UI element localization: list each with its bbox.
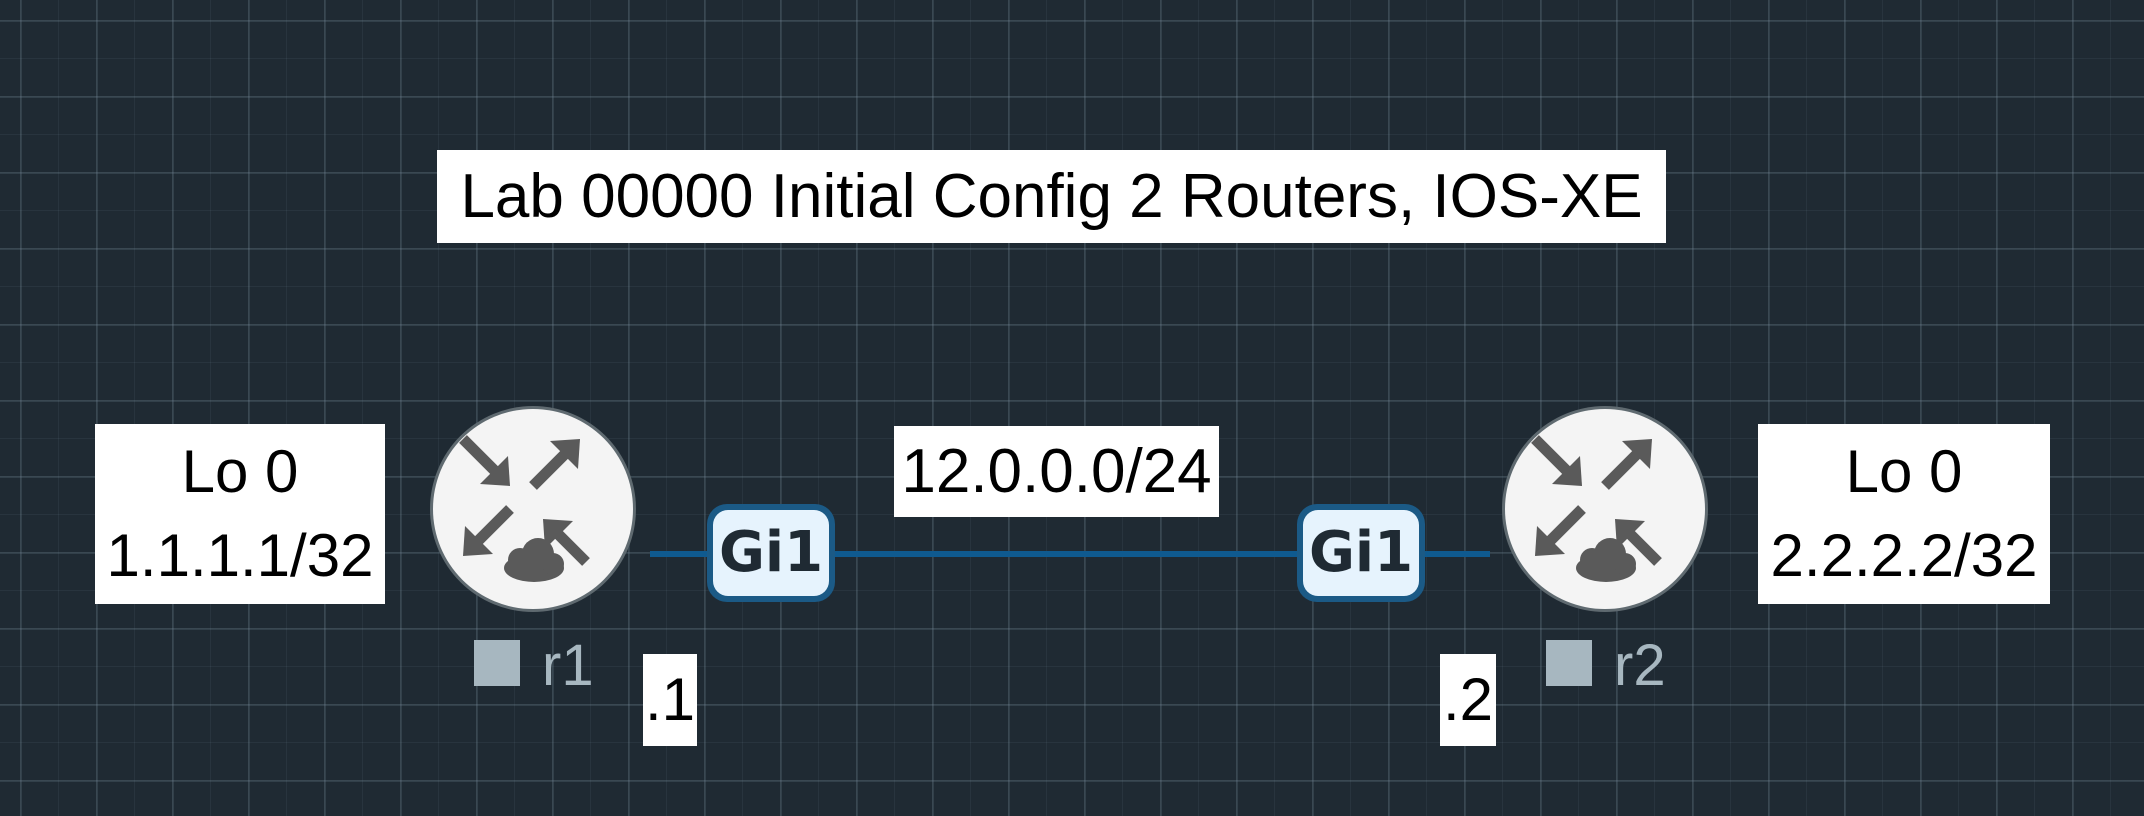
loopback-annotation-r2[interactable]: Lo 0 2.2.2.2/32	[1758, 424, 2050, 604]
host-address-r2[interactable]: .2	[1440, 654, 1496, 746]
node-name-r1: r1	[542, 633, 594, 698]
node-name-r2: r2	[1614, 633, 1666, 698]
interface-label-r1: Gi1	[713, 510, 829, 596]
loopback-annotation-r1[interactable]: Lo 0 1.1.1.1/32	[95, 424, 385, 604]
host-address-r1[interactable]: .1	[643, 654, 697, 746]
loopback-address-r2: 2.2.2.2/32	[1770, 522, 2038, 589]
router-node-r1[interactable]	[428, 404, 638, 614]
router-node-r2[interactable]	[1500, 404, 1710, 614]
interface-r2-gi1[interactable]: Gi1	[1297, 504, 1425, 602]
subnet-annotation[interactable]: 12.0.0.0/24	[894, 426, 1219, 517]
interface-r1-gi1[interactable]: Gi1	[707, 504, 835, 602]
loopback-address-r1: 1.1.1.1/32	[106, 522, 374, 589]
loopback-name-r2: Lo 0	[1845, 438, 1963, 505]
node-state-icon	[1546, 640, 1592, 686]
loopback-name-r1: Lo 0	[181, 438, 299, 505]
node-label-r1[interactable]: r1	[474, 636, 594, 696]
node-state-icon	[474, 640, 520, 686]
router-icon	[430, 406, 636, 612]
router-icon	[1502, 406, 1708, 612]
node-label-r2[interactable]: r2	[1546, 636, 1666, 696]
interface-label-r2: Gi1	[1303, 510, 1419, 596]
diagram-title[interactable]: Lab 00000 Initial Config 2 Routers, IOS-…	[437, 150, 1666, 243]
link-r1-r2[interactable]	[650, 551, 1490, 557]
